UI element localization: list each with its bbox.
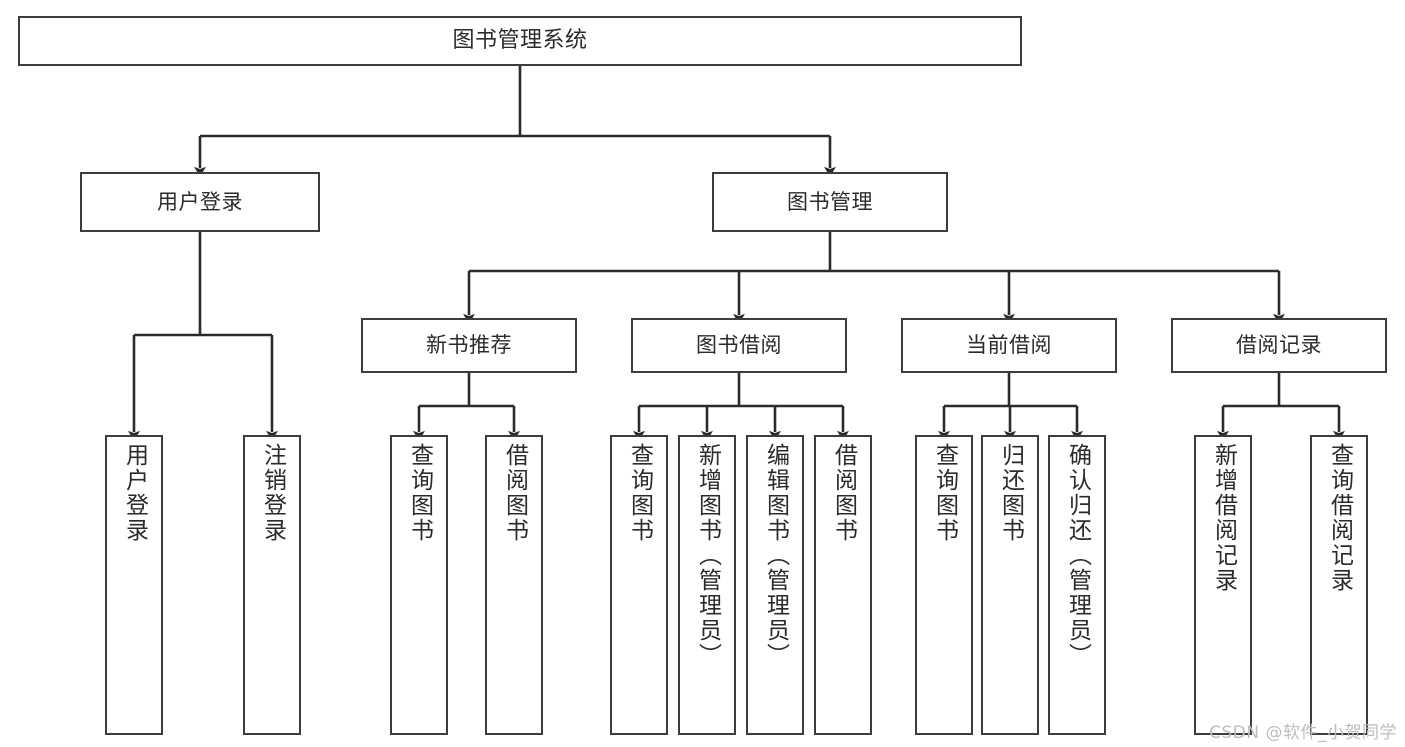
node-leaf-query-book-3-label: 查询图书 (931, 443, 958, 543)
node-new-book-rec[interactable]: 新书推荐 (361, 318, 577, 373)
node-root[interactable]: 图书管理系统 (18, 16, 1022, 66)
node-leaf-return-book[interactable]: 归还图书 (981, 435, 1039, 735)
node-leaf-query-record[interactable]: 查询借阅记录 (1310, 435, 1368, 735)
node-leaf-add-record[interactable]: 新增借阅记录 (1194, 435, 1252, 735)
node-leaf-edit-book[interactable]: 编辑图书（管理员） (746, 435, 804, 735)
node-leaf-user-logout-label: 注销登录 (259, 443, 286, 543)
node-leaf-borrow-book-2[interactable]: 借阅图书 (814, 435, 872, 735)
node-leaf-user-login[interactable]: 用户登录 (105, 435, 163, 735)
node-current-borrow-label: 当前借阅 (966, 333, 1052, 358)
node-leaf-add-book-label: 新增图书（管理员） (694, 443, 721, 668)
node-leaf-borrow-book-2-label: 借阅图书 (830, 443, 857, 543)
node-leaf-confirm-return[interactable]: 确认归还（管理员） (1048, 435, 1106, 735)
node-leaf-edit-book-label: 编辑图书（管理员） (762, 443, 789, 668)
node-leaf-user-logout[interactable]: 注销登录 (243, 435, 301, 735)
node-current-borrow[interactable]: 当前借阅 (901, 318, 1117, 373)
node-leaf-confirm-return-label: 确认归还（管理员） (1064, 443, 1091, 668)
node-leaf-return-book-label: 归还图书 (997, 443, 1024, 543)
node-leaf-query-book-1-label: 查询图书 (406, 443, 433, 543)
node-book-manage-label: 图书管理 (787, 189, 873, 214)
node-leaf-borrow-book-1-label: 借阅图书 (501, 443, 528, 543)
node-user-login[interactable]: 用户登录 (80, 172, 320, 232)
node-borrow-record-label: 借阅记录 (1236, 333, 1322, 358)
node-book-manage[interactable]: 图书管理 (712, 172, 948, 232)
node-book-borrow[interactable]: 图书借阅 (631, 318, 847, 373)
node-borrow-record[interactable]: 借阅记录 (1171, 318, 1387, 373)
watermark: CSDN @软件_小贺同学 (1209, 723, 1397, 743)
node-book-borrow-label: 图书借阅 (696, 333, 782, 358)
node-leaf-borrow-book-1[interactable]: 借阅图书 (485, 435, 543, 735)
node-new-book-rec-label: 新书推荐 (426, 333, 512, 358)
node-leaf-user-login-label: 用户登录 (121, 443, 148, 543)
node-root-label: 图书管理系统 (452, 28, 588, 54)
node-leaf-add-record-label: 新增借阅记录 (1210, 443, 1237, 593)
node-leaf-query-record-label: 查询借阅记录 (1326, 443, 1353, 593)
node-leaf-query-book-2[interactable]: 查询图书 (610, 435, 668, 735)
node-leaf-add-book[interactable]: 新增图书（管理员） (678, 435, 736, 735)
node-leaf-query-book-3[interactable]: 查询图书 (915, 435, 973, 735)
node-leaf-query-book-2-label: 查询图书 (626, 443, 653, 543)
node-leaf-query-book-1[interactable]: 查询图书 (390, 435, 448, 735)
node-user-login-label: 用户登录 (157, 189, 243, 214)
